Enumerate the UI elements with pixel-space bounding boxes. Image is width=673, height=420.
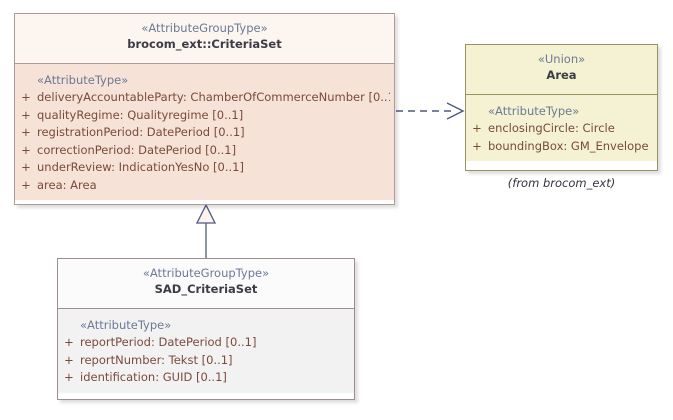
- attribute-label: identification: GUID [0..1]: [80, 370, 227, 384]
- generalization-arrowhead: [195, 203, 217, 224]
- attribute-label: correctionPeriod: DatePeriod [0..1]: [37, 142, 237, 157]
- attribute-row[interactable]: + correctionPeriod: DatePeriod [0..1]: [15, 142, 390, 160]
- attribute-visibility: +: [21, 142, 31, 157]
- class-name: SAD_CriteriaSet: [154, 282, 258, 296]
- attribute-group-stereotype: «AttributeType»: [37, 73, 129, 87]
- attribute-visibility: +: [21, 107, 31, 122]
- attribute-label: registrationPeriod: DatePeriod [0..1]: [37, 125, 245, 139]
- attribute-row[interactable]: + registrationPeriod: DatePeriod [0..1]: [15, 124, 390, 142]
- attribute-visibility: +: [21, 160, 31, 174]
- attribute-row[interactable]: + identification: GUID [0..1]: [58, 369, 350, 387]
- class-body-criteriaset: «AttributeType» + deliveryAccountablePar…: [15, 64, 394, 200]
- attribute-label: enclosingCircle: Circle: [488, 121, 615, 135]
- attribute-group-stereotype: «AttributeType»: [80, 318, 172, 332]
- class-stereotype: «Union»: [537, 52, 586, 66]
- attribute-row[interactable]: + qualityRegime: Qualityregime [0..1]: [15, 107, 390, 125]
- attribute-visibility: +: [64, 352, 74, 367]
- class-name: Area: [546, 68, 577, 82]
- dependency-connector[interactable]: [396, 102, 465, 120]
- attribute-label: deliveryAccountableParty: ChamberOfComme…: [37, 90, 390, 104]
- attribute-label: qualityRegime: Qualityregime [0..1]: [37, 107, 244, 122]
- attribute-label: area: Area: [37, 177, 97, 192]
- class-name: brocom_ext::CriteriaSet: [127, 37, 282, 51]
- attribute-row[interactable]: + underReview: IndicationYesNo [0..1]: [15, 159, 390, 177]
- attribute-group-stereotype: «AttributeType»: [488, 104, 580, 118]
- attribute-visibility: +: [21, 125, 31, 139]
- attribute-visibility: +: [64, 335, 74, 349]
- class-body-sad-criteriaset: «AttributeType» + reportPeriod: DatePeri…: [58, 309, 354, 393]
- class-stereotype: «AttributeGroupType»: [142, 266, 270, 280]
- attribute-visibility: +: [472, 138, 482, 153]
- class-header-criteriaset: «AttributeGroupType» brocom_ext::Criteri…: [15, 14, 394, 64]
- attribute-label: reportPeriod: DatePeriod [0..1]: [80, 335, 257, 349]
- attribute-row[interactable]: + area: Area: [15, 177, 390, 195]
- attribute-row[interactable]: + reportPeriod: DatePeriod [0..1]: [58, 334, 350, 352]
- class-box-criteriaset[interactable]: «AttributeGroupType» brocom_ext::Criteri…: [14, 13, 395, 205]
- attribute-label: underReview: IndicationYesNo [0..1]: [37, 160, 244, 174]
- attribute-visibility: +: [472, 121, 482, 135]
- dependency-arrowhead: [446, 102, 465, 120]
- attribute-row[interactable]: + boundingBox: GM_Envelope: [466, 138, 653, 156]
- class-header-area: «Union» Area: [466, 45, 657, 95]
- attribute-row[interactable]: + reportNumber: Tekst [0..1]: [58, 352, 350, 370]
- attribute-label: reportNumber: Tekst [0..1]: [80, 352, 233, 367]
- attribute-visibility: +: [21, 177, 31, 192]
- attribute-label: boundingBox: GM_Envelope: [488, 138, 649, 153]
- package-origin-note: (from brocom_ext): [507, 176, 616, 190]
- attribute-row[interactable]: + enclosingCircle: Circle: [466, 120, 653, 138]
- class-box-area[interactable]: «Union» Area «AttributeType» + enclosing…: [465, 44, 658, 171]
- class-body-area: «AttributeType» + enclosingCircle: Circl…: [466, 95, 657, 161]
- class-header-sad-criteriaset: «AttributeGroupType» SAD_CriteriaSet: [58, 259, 354, 309]
- attribute-visibility: +: [64, 370, 74, 384]
- attribute-row[interactable]: + deliveryAccountableParty: ChamberOfCom…: [15, 89, 390, 107]
- class-box-sad-criteriaset[interactable]: «AttributeGroupType» SAD_CriteriaSet «At…: [57, 258, 355, 400]
- generalization-connector[interactable]: [195, 203, 217, 258]
- class-stereotype: «AttributeGroupType»: [141, 21, 268, 35]
- attribute-visibility: +: [21, 90, 31, 104]
